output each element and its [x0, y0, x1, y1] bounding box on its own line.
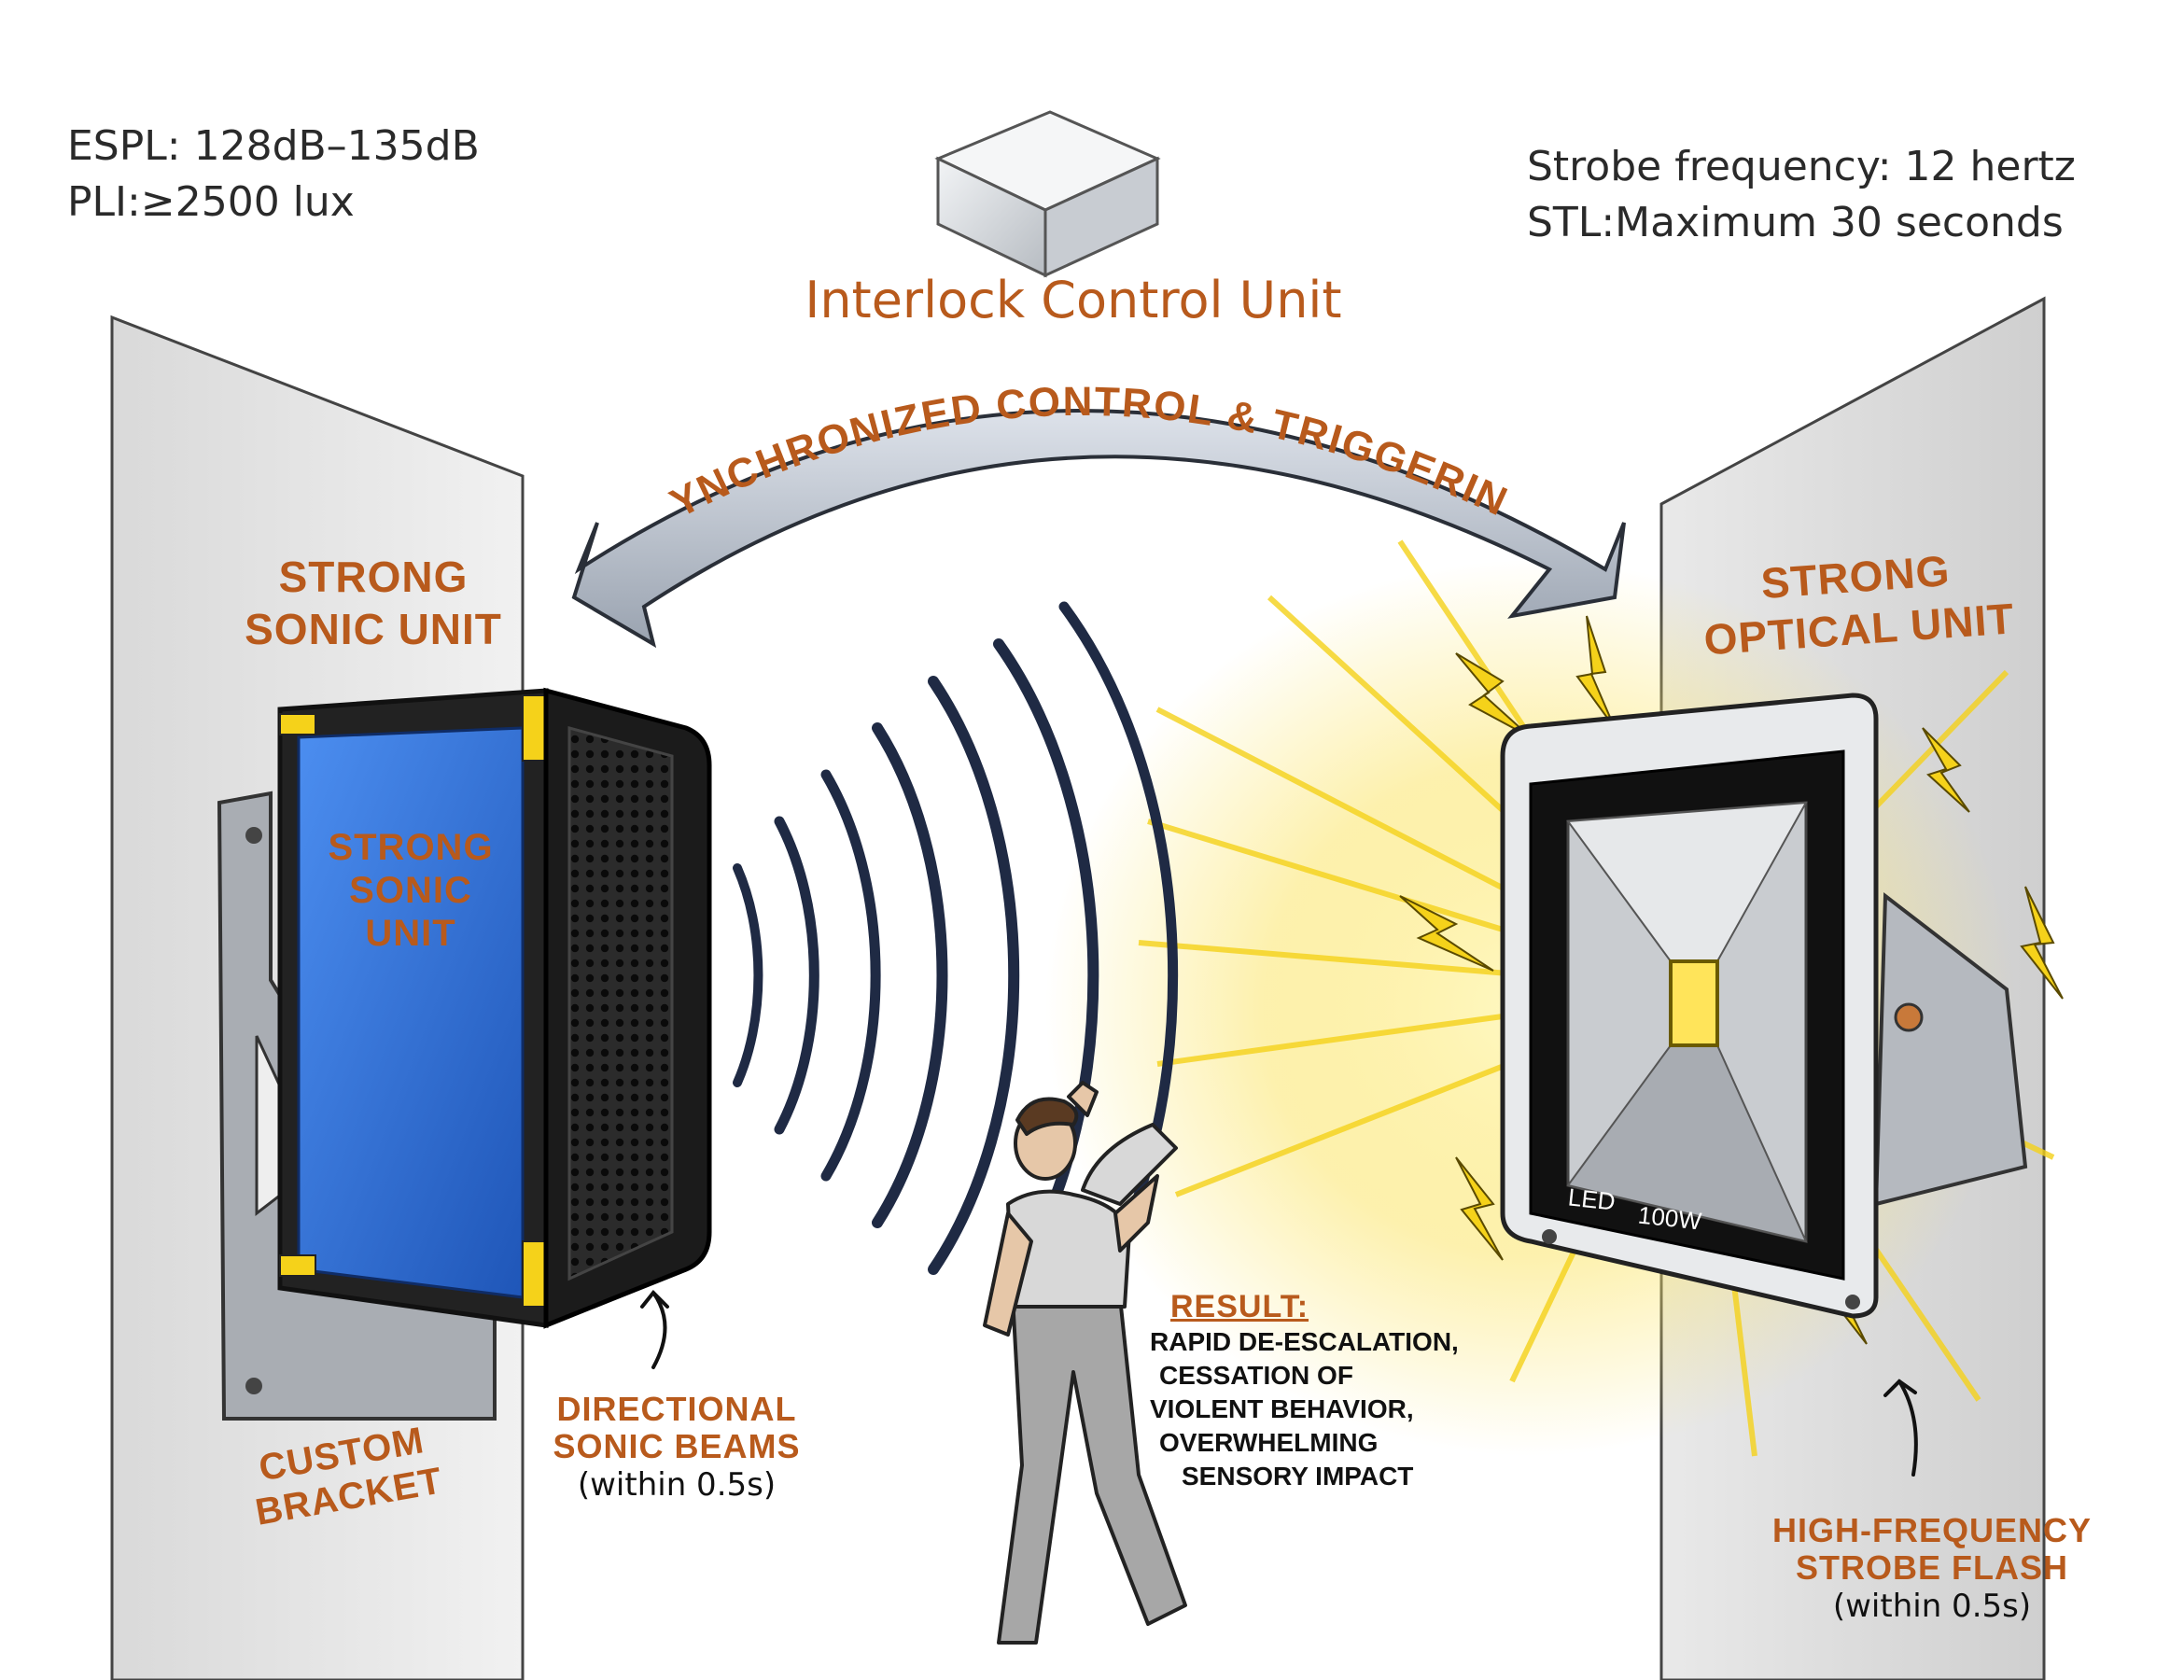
led-chip	[1669, 959, 1719, 1047]
stl-spec: STL:Maximum 30 seconds	[1527, 199, 2064, 246]
sonic-label-line2: SONIC UNIT	[245, 605, 502, 653]
pointer-arrows	[640, 1290, 1918, 1477]
control-unit-title: Interlock Control Unit	[805, 271, 1342, 329]
pli-spec: PLI:≥2500 lux	[67, 178, 355, 226]
result-line4: OVERWHELMING	[1159, 1428, 1379, 1457]
led-text: LED	[1566, 1183, 1617, 1216]
strobe-line1: HIGH-FREQUENCY	[1771, 1511, 2092, 1549]
strobe-flash-label: HIGH-FREQUENCY STROBE FLASH (within 0.5s…	[1764, 1512, 2100, 1626]
sonic-panel-line2: SONIC	[349, 870, 472, 911]
strobe-frequency-spec: Strobe frequency: 12 hertz	[1527, 143, 2076, 190]
directional-sonic-beams-label: DIRECTIONAL SONIC BEAMS (within 0.5s)	[541, 1391, 812, 1505]
interlock-control-box	[934, 110, 1161, 278]
result-line3: VIOLENT BEHAVIOR,	[1150, 1394, 1414, 1423]
sync-arrow	[571, 409, 1626, 649]
sonic-label-line1: STRONG	[278, 553, 469, 601]
led-floodlight	[1500, 693, 2028, 1319]
frightened-person	[983, 1081, 1187, 1645]
strobe-line2: STROBE FLASH	[1795, 1548, 2068, 1587]
result-heading: RESULT:	[1170, 1289, 1309, 1324]
sonic-panel-line1: STRONG	[328, 827, 494, 868]
sonic-unit-device	[217, 687, 712, 1421]
sonic-panel-line3: UNIT	[365, 913, 456, 954]
result-line2: CESSATION OF	[1159, 1361, 1353, 1390]
result-line1: RAPID DE-ESCALATION,	[1150, 1327, 1459, 1356]
sonic-unit-label: STRONG SONIC UNIT	[205, 551, 541, 655]
beams-line1: DIRECTIONAL	[556, 1390, 797, 1428]
espl-spec: ESPL: 128dB–135dB	[67, 122, 480, 170]
beams-line2: SONIC BEAMS	[553, 1427, 801, 1465]
beams-time: (within 0.5s)	[577, 1466, 777, 1504]
sonic-panel-label: STRONG SONIC UNIT	[308, 826, 513, 955]
result-line5: SENSORY IMPACT	[1182, 1462, 1414, 1491]
result-note: RESULT: RAPID DE-ESCALATION, CESSATION O…	[1150, 1288, 1486, 1493]
strobe-time: (within 0.5s)	[1832, 1588, 2032, 1625]
